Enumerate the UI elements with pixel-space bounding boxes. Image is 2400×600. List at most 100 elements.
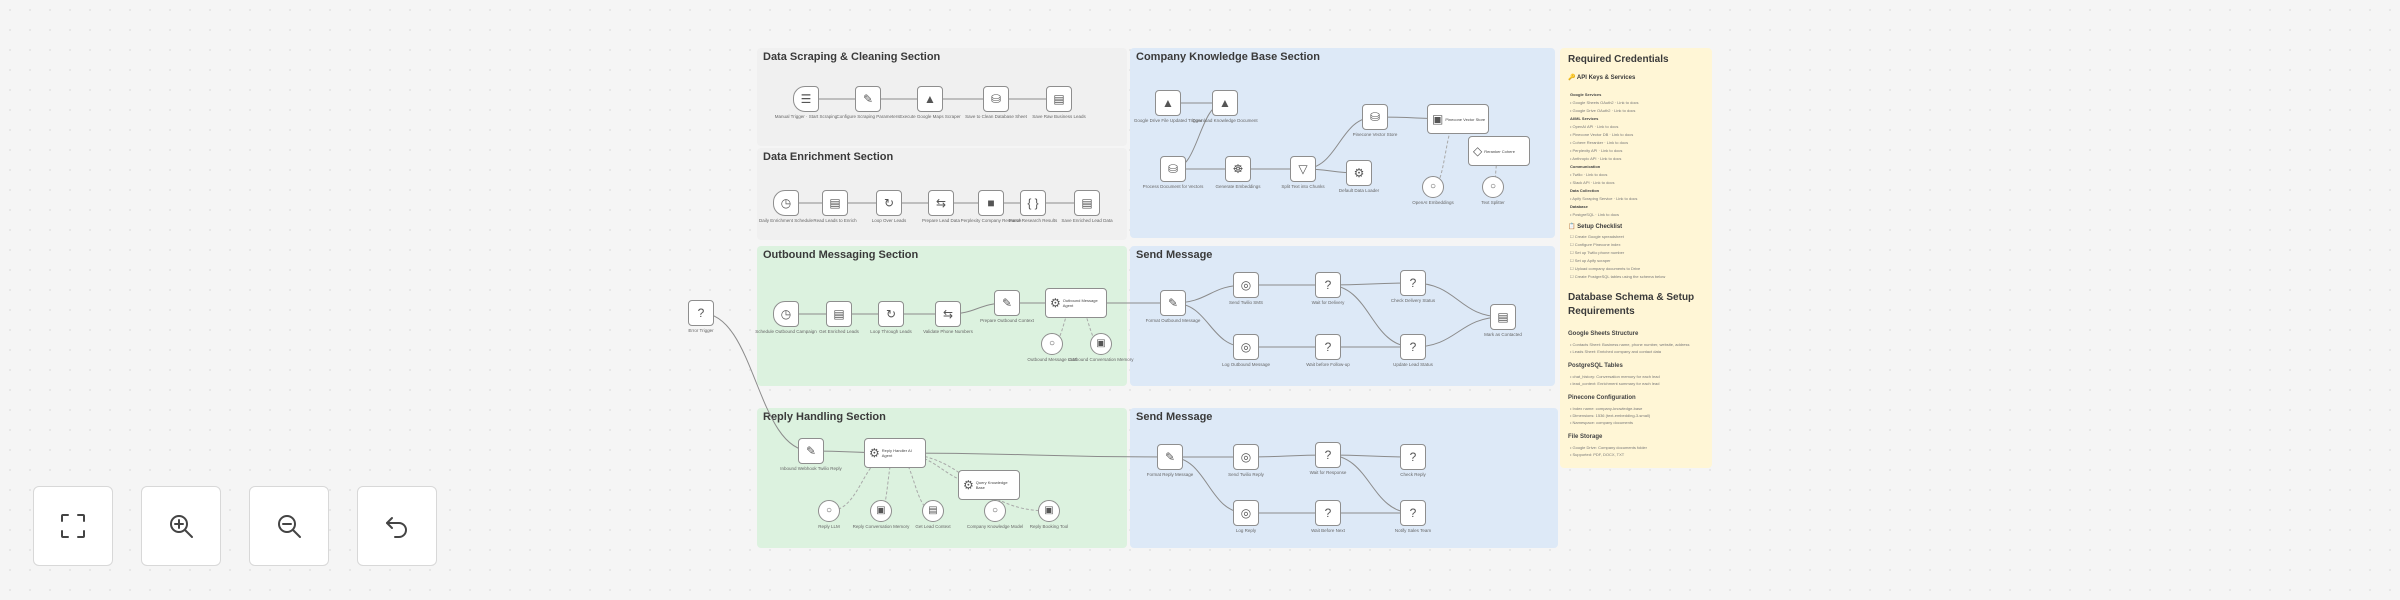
node-icon: ? [1409, 506, 1417, 520]
node-inline-label: Reply Handler AI Agent [881, 448, 912, 458]
node-sm2-wait2[interactable]: ? [1315, 500, 1341, 526]
node-rh-calc[interactable]: ▣ [1038, 500, 1060, 522]
node-kb-split2[interactable]: ○ [1482, 176, 1504, 198]
node-kb-process[interactable]: ⛁ [1160, 156, 1186, 182]
fit-view-button[interactable] [33, 486, 113, 566]
db-group-line: • Contacts Sheet: Business name, phone n… [1570, 342, 1690, 347]
node-kb-drive-trigger[interactable]: ▲ [1155, 90, 1181, 116]
node-sm1-final[interactable]: ▤ [1490, 304, 1516, 330]
node-de-prep[interactable]: ⇆ [928, 190, 954, 216]
node-sm1-send2[interactable]: ◎ [1233, 334, 1259, 360]
setup-checklist-item: ☐ Configure Pinecone index [1570, 242, 1621, 247]
node-s1-sheet[interactable]: ▤ [1046, 86, 1072, 112]
node-rh-llm[interactable]: ○ [818, 500, 840, 522]
node-sm2-wait1[interactable]: ? [1315, 442, 1341, 468]
node-de-trigger[interactable]: ◷ [773, 190, 799, 216]
node-kb-loader[interactable]: ⚙ [1346, 160, 1372, 186]
node-sm2-check2[interactable]: ? [1400, 500, 1426, 526]
node-kb-embed2[interactable]: ○ [1422, 176, 1444, 198]
node-kb-split[interactable]: ▽ [1290, 156, 1316, 182]
node-label: Parse Research Results [1008, 218, 1058, 223]
node-kb-rerank[interactable]: ◇Reranker Cohere [1468, 136, 1530, 166]
node-label: Google Drive File Updated Trigger [1133, 118, 1203, 123]
node-sm1-format[interactable]: ✎ [1160, 290, 1186, 316]
node-icon: ⚙ [1353, 166, 1365, 180]
node-icon: ○ [825, 505, 833, 516]
zoom-in-button[interactable] [141, 486, 221, 566]
node-om-agent[interactable]: ⚙Outbound Message Agent [1045, 288, 1107, 318]
credentials-note[interactable]: Required Credentials 🔑 API Keys & Servic… [1560, 48, 1712, 468]
node-label: Outbound Message LLM [1027, 357, 1077, 362]
node-icon: ✎ [805, 444, 817, 458]
node-om-get[interactable]: ▤ [826, 301, 852, 327]
node-de-parse[interactable]: { } [1020, 190, 1046, 216]
node-label: Format Reply Message [1146, 472, 1194, 477]
node-sm1-wait2[interactable]: ? [1315, 334, 1341, 360]
node-rh-trigger[interactable]: ✎ [798, 438, 824, 464]
node-label: Company Knowledge Model [966, 524, 1024, 529]
node-om-memory[interactable]: ▣ [1090, 333, 1112, 355]
node-rh-knowledge[interactable]: ○ [984, 500, 1006, 522]
node-s1-trigger[interactable]: ☰ [793, 86, 819, 112]
section-send-message-2[interactable]: Send Message [1130, 408, 1558, 548]
section-send-message-1[interactable]: Send Message [1130, 246, 1555, 386]
node-icon: ▲ [924, 92, 936, 106]
node-sm1-wait1[interactable]: ? [1315, 272, 1341, 298]
node-icon: ? [1409, 340, 1417, 354]
node-label: Save to Clean Database Sheet [965, 114, 1027, 119]
node-om-loop[interactable]: ↻ [878, 301, 904, 327]
node-icon: ▤ [1053, 92, 1065, 106]
undo-button[interactable] [357, 486, 437, 566]
node-sm1-check1[interactable]: ? [1400, 270, 1426, 296]
node-icon: ○ [1429, 181, 1437, 192]
node-label: Schedule Outbound Campaign [755, 329, 817, 334]
node-sm1-send1[interactable]: ◎ [1233, 272, 1259, 298]
setup-checklist-item: ☐ Set up Apify scraper [1570, 258, 1611, 263]
node-sm2-check1[interactable]: ? [1400, 444, 1426, 470]
section-reply-handling[interactable]: Reply Handling Section [757, 408, 1127, 548]
node-icon: ? [697, 306, 705, 320]
node-label: Send Twilio SMS [1229, 300, 1263, 305]
node-om-prepare[interactable]: ✎ [994, 290, 1020, 316]
node-de-read[interactable]: ▤ [822, 190, 848, 216]
node-s1-config[interactable]: ✎ [855, 86, 881, 112]
node-icon: ▣ [1432, 112, 1444, 126]
node-sm2-send2[interactable]: ◎ [1233, 500, 1259, 526]
node-label: Outbound Conversation Memory [1068, 357, 1134, 362]
node-rh-agent[interactable]: ⚙Reply Handler AI Agent [864, 438, 926, 468]
node-label: Pinecone Vector Store [1352, 132, 1398, 137]
node-n-error[interactable]: ? [688, 300, 714, 326]
zoom-out-button[interactable] [249, 486, 329, 566]
node-de-loop[interactable]: ↻ [876, 190, 902, 216]
node-s1-maps[interactable]: ▲ [917, 86, 943, 112]
section-title: Send Message [1136, 411, 1213, 423]
api-keys-heading: 🔑 API Keys & Services [1568, 75, 1636, 81]
node-rh-context[interactable]: ▤ [922, 500, 944, 522]
node-kb-store[interactable]: ▣Pinecone Vector Store [1427, 104, 1489, 134]
node-sm2-format[interactable]: ✎ [1157, 444, 1183, 470]
node-sm2-send1[interactable]: ◎ [1233, 444, 1259, 470]
node-om-trigger[interactable]: ◷ [773, 301, 799, 327]
node-sm1-check2[interactable]: ? [1400, 334, 1426, 360]
node-icon: ⚙ [963, 478, 974, 492]
node-icon: ▽ [1298, 162, 1308, 176]
node-de-perplexity[interactable]: ■ [978, 190, 1004, 216]
node-kb-pinecone-hdr[interactable]: ⛁ [1362, 104, 1388, 130]
node-kb-download[interactable]: ▲ [1212, 90, 1238, 116]
node-rh-memory[interactable]: ▣ [870, 500, 892, 522]
node-om-validate[interactable]: ⇆ [935, 301, 961, 327]
section-data-enrichment[interactable]: Data Enrichment Section [757, 148, 1127, 240]
db-schema-title-line2: Requirements [1568, 306, 1635, 317]
node-kb-embed[interactable]: ☸ [1225, 156, 1251, 182]
node-label: Update Lead Status [1393, 362, 1433, 367]
node-rh-tool-kb[interactable]: ⚙Query Knowledge Base [958, 470, 1020, 500]
node-icon: ? [1409, 450, 1417, 464]
node-om-llm[interactable]: ○ [1041, 333, 1063, 355]
node-de-save[interactable]: ▤ [1074, 190, 1100, 216]
node-label: Split Text into Chunks [1281, 184, 1325, 189]
node-icon: ◷ [780, 307, 792, 321]
node-s1-clean[interactable]: ⛁ [983, 86, 1009, 112]
node-label: Check Delivery Status [1390, 298, 1436, 303]
zoom-out-icon [278, 515, 301, 538]
